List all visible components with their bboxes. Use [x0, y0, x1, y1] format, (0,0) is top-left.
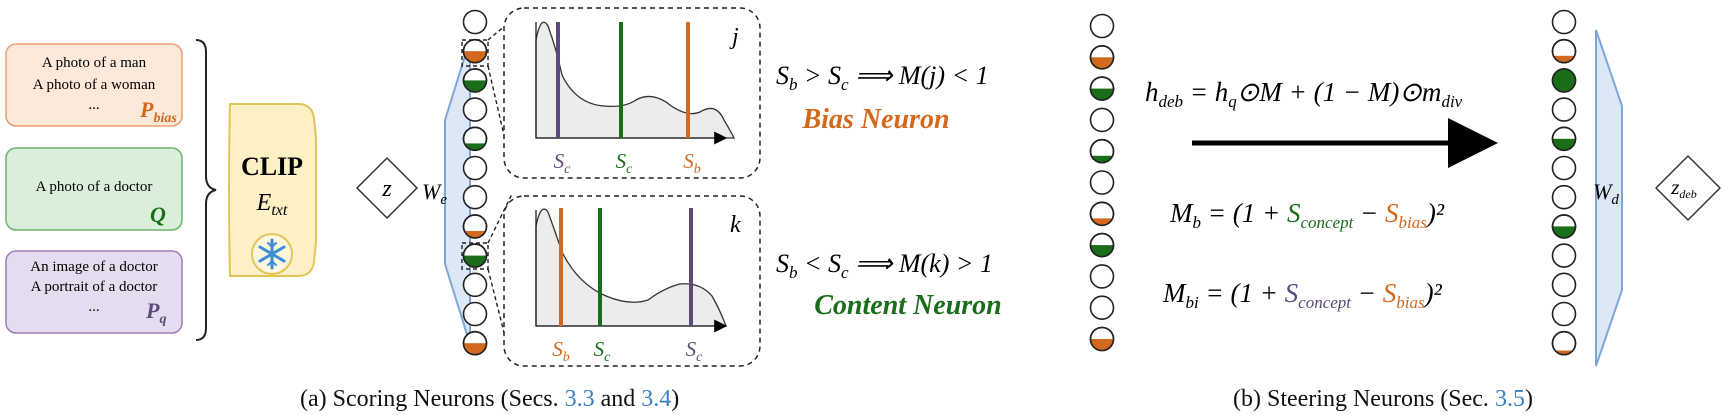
- neuron: [462, 126, 488, 152]
- neuron: [1089, 232, 1115, 258]
- neuron: [462, 301, 488, 327]
- distribution-panel-k: Sb Sc Sc k: [503, 195, 761, 367]
- prompt-line: A photo of a doctor: [36, 179, 153, 195]
- curly-brace: [195, 39, 217, 341]
- neuron: [1089, 107, 1115, 133]
- prompt-box-bias: A photo of a man A photo of a woman ... …: [5, 43, 183, 127]
- caption-b: (b) Steering Neurons (Sec. 3.5): [1233, 386, 1533, 413]
- panel-id-j: j: [729, 24, 739, 50]
- neuron: [462, 38, 488, 64]
- neuron: [1089, 170, 1115, 195]
- zdeb-node: zdeb: [1655, 155, 1721, 221]
- neuron-column-middle: [1089, 13, 1115, 352]
- neuron: [1551, 97, 1577, 122]
- neuron: [1551, 243, 1577, 268]
- caption-text: (b) Steering Neurons (Sec.: [1233, 386, 1495, 412]
- encoder-label: We: [422, 179, 447, 208]
- prompt-box-query: A photo of a doctor Q: [5, 147, 183, 231]
- prompt-set-label: Pbias: [139, 97, 177, 126]
- neuron: [1551, 155, 1577, 181]
- caption-text: ): [671, 386, 680, 412]
- mbi-formula: Mbi = (1 + Sconcept − Sbias)²: [1162, 278, 1443, 312]
- zdeb-label: zdeb: [1670, 175, 1697, 201]
- caption-a: (a) Scoring Neurons (Secs. 3.3 and 3.4): [300, 386, 679, 413]
- neuron: [1551, 68, 1577, 93]
- prompt-line: A photo of a man: [42, 55, 147, 71]
- section-ref-link[interactable]: 3.3: [564, 386, 595, 412]
- prompt-set-label: Q: [150, 202, 166, 227]
- section-ref-link[interactable]: 3.5: [1494, 386, 1525, 412]
- content-rule: Sb < Sc ⟹ M(k) > 1: [776, 249, 993, 282]
- clip-encoder-symbol: Etxt: [256, 190, 288, 219]
- neuron: [1089, 201, 1115, 227]
- neuron: [1551, 272, 1577, 298]
- prompt-line: An image of a doctor: [30, 259, 157, 275]
- neuron-highlight-k: [461, 193, 513, 365]
- neuron: [1089, 76, 1115, 101]
- neuron: [462, 272, 488, 298]
- prompt-set-label: Pq: [145, 298, 166, 327]
- distribution-curve: [535, 208, 727, 327]
- bias-neuron-title: Bias Neuron: [801, 104, 949, 135]
- neuron-highlight-j: [461, 19, 513, 171]
- caption-text: and: [594, 386, 642, 412]
- neuron: [1551, 214, 1577, 239]
- neuron: [462, 97, 488, 122]
- hdeb-formula: hdeb = hq⊙M + (1 − M)⊙mdiv: [1145, 77, 1463, 111]
- neuron: [462, 155, 488, 181]
- neuron: [462, 330, 488, 356]
- encoder-we: We: [422, 39, 471, 345]
- neuron: [1551, 9, 1577, 35]
- caption-text: ): [1524, 386, 1533, 412]
- neuron: [462, 214, 488, 239]
- distribution-panel-j: Sc Sc Sb j: [503, 7, 761, 179]
- prompt-line: A portrait of a doctor: [31, 279, 158, 295]
- neuron: [462, 184, 488, 210]
- z-embedding-node: z: [356, 157, 418, 219]
- neuron-column-right: [1551, 9, 1577, 356]
- mb-formula: Mb = (1 + Sconcept − Sbias)²: [1169, 198, 1445, 232]
- neuron: [1551, 38, 1577, 64]
- neuron: [1089, 138, 1115, 164]
- neuron: [462, 68, 488, 93]
- neuron: [1089, 44, 1115, 70]
- clip-text-encoder: CLIP Etxt: [228, 103, 317, 277]
- prompt-line: ...: [88, 97, 99, 113]
- neuron: [1089, 295, 1115, 321]
- decoder-wd: Wd: [1593, 29, 1623, 367]
- panel-id-k: k: [730, 212, 741, 238]
- neuron: [1551, 184, 1577, 210]
- neuron: [1551, 330, 1577, 356]
- caption-text: (a) Scoring Neurons (Secs.: [300, 386, 565, 412]
- prompt-box-paraphrase: An image of a doctor A portrait of a doc…: [5, 250, 183, 334]
- neuron: [1089, 264, 1115, 289]
- z-label: z: [381, 176, 392, 202]
- prompt-line: ...: [88, 299, 99, 315]
- distribution-curve: [535, 21, 736, 139]
- neuron: [462, 243, 488, 268]
- decoder-label: Wd: [1593, 179, 1619, 208]
- prompt-line: A photo of a woman: [33, 77, 156, 93]
- neuron: [1551, 126, 1577, 152]
- neuron: [1551, 301, 1577, 327]
- neuron: [1089, 13, 1115, 39]
- content-neuron-title: Content Neuron: [814, 290, 1002, 321]
- neuron: [462, 9, 488, 35]
- section-ref-link[interactable]: 3.4: [641, 386, 672, 412]
- neuron: [1089, 326, 1115, 352]
- bias-rule: Sb > Sc ⟹ M(j) < 1: [776, 61, 989, 94]
- clip-title: CLIP: [241, 152, 303, 181]
- snowflake-icon: [251, 233, 293, 275]
- neuron-column-left: [462, 9, 488, 356]
